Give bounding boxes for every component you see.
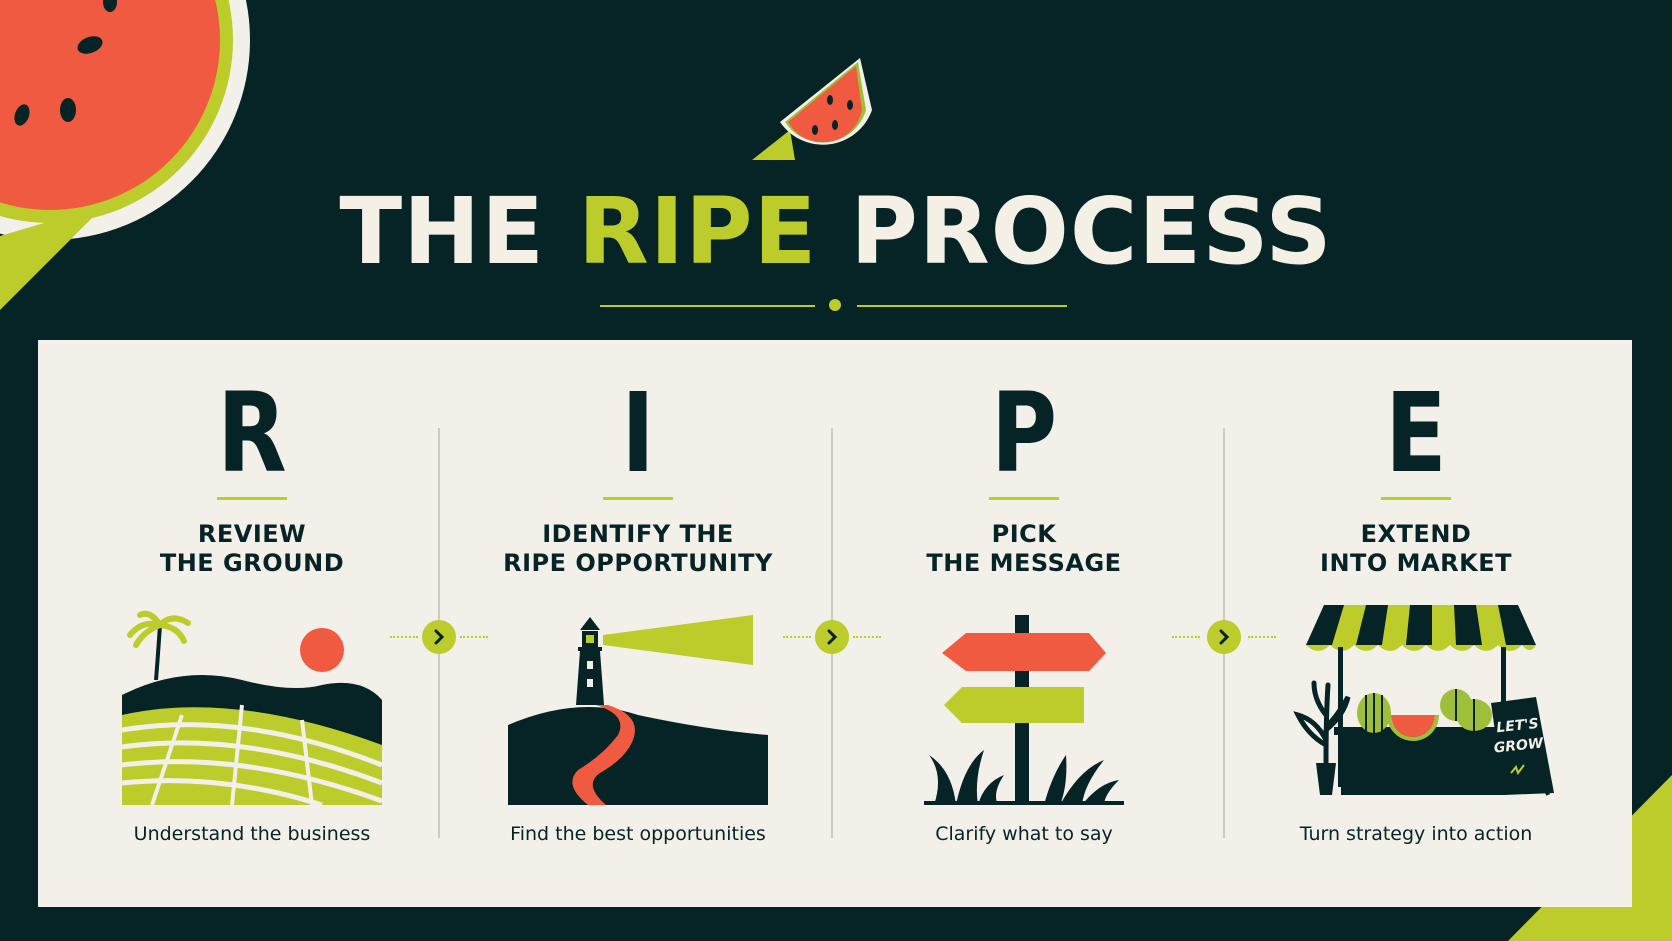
step-title: PICK THE MESSAGE [926,520,1122,577]
title-suffix: PROCESS [850,178,1333,285]
farm-field-icon [122,610,382,805]
title-dot [829,299,841,311]
step-title: REVIEW THE GROUND [159,520,345,577]
step-letter: R [217,369,287,497]
connector-dots [460,636,488,638]
step-letter: E [1385,369,1447,497]
step-extend: E EXTEND INTO MARKET LET'S [1251,340,1581,907]
connector-dots [853,636,881,638]
step-description: Find the best opportunities [510,823,766,845]
next-arrow-icon [1207,620,1241,654]
step-letter: I [621,369,655,497]
next-arrow-icon [422,620,456,654]
page-title: THE RIPE PROCESS [0,186,1672,278]
signpost-icon [924,615,1124,805]
connector-dots [1248,636,1276,638]
watermelon-slice-corner-icon [0,0,250,240]
title-highlight: RIPE [578,178,818,285]
step-review: R REVIEW THE GROUND Understand the busin… [87,340,417,907]
market-stall-icon: LET'S GROW [1293,605,1554,796]
sign-line1: LET'S [1496,716,1540,736]
process-panel: R REVIEW THE GROUND Understand the busin… [38,340,1632,907]
sign-line2: GROW [1493,735,1545,756]
lighthouse-icon [508,615,768,805]
connector-dots [390,636,418,638]
step-letter: P [990,369,1058,497]
step-pick: P PICK THE MESSAGE Clarify what to say [859,340,1189,907]
step-description: Understand the business [133,823,371,845]
step-identify: I IDENTIFY THE RIPE OPPORTUNITY Find the… [473,340,803,907]
step-letter-rule [989,497,1059,500]
title-prefix: THE [339,178,545,285]
step-title: IDENTIFY THE RIPE OPPORTUNITY [503,520,773,577]
next-arrow-icon [815,620,849,654]
step-letter-rule [217,497,287,500]
step-letter-rule [603,497,673,500]
step-letter-rule [1381,497,1451,500]
step-description: Turn strategy into action [1299,823,1533,845]
corner-triangle-top-left [0,205,105,310]
connector-dots [1172,636,1200,638]
step-description: Clarify what to say [935,823,1113,845]
watermelon-logo-icon [752,58,872,160]
connector-dots [783,636,811,638]
title-rule-left [600,305,815,307]
title-rule-right [857,305,1067,307]
step-title: EXTEND INTO MARKET [1320,520,1512,577]
